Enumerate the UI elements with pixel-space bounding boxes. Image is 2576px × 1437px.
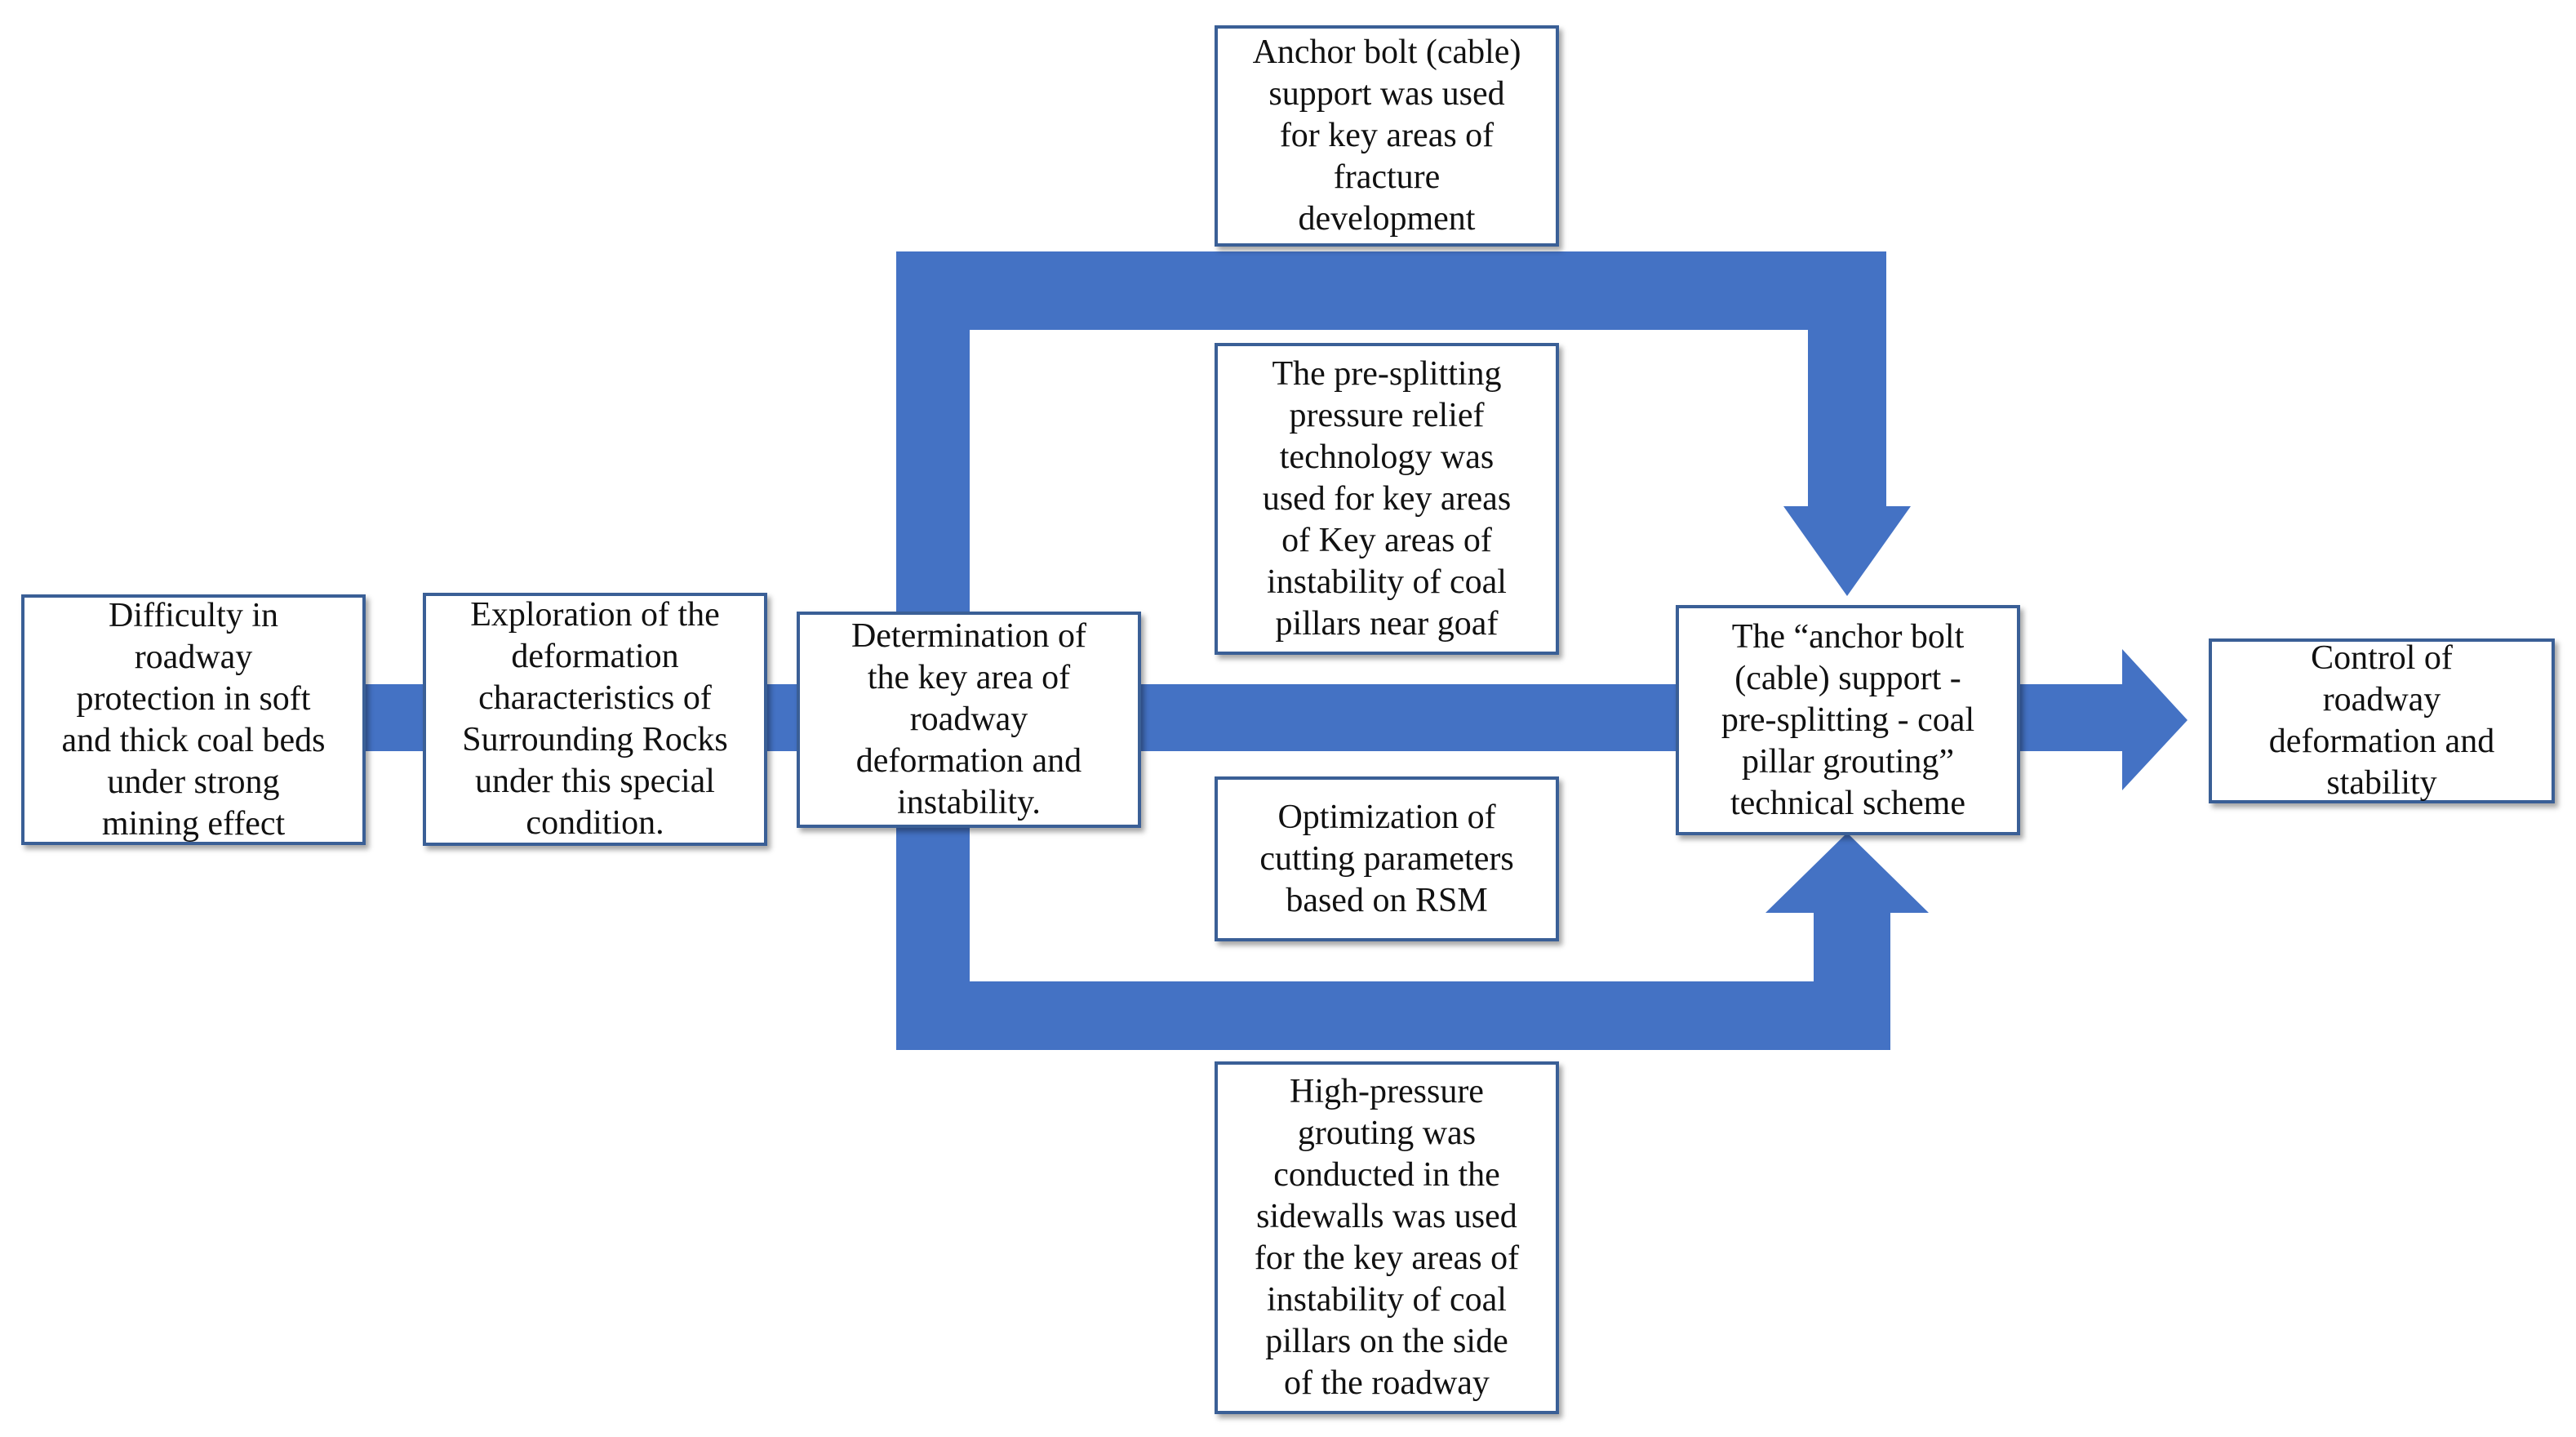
control-box: Control of roadway deformation and stabi… <box>2209 638 2555 803</box>
grouting-box: High-pressure grouting was conducted in … <box>1215 1061 1559 1414</box>
upper-loop-arrow <box>896 251 1911 614</box>
determination-text: Determination of the key area of roadway… <box>851 617 1087 821</box>
difficulty-text: Difficulty in roadway protection in soft… <box>61 596 326 843</box>
pre-splitting-box: The pre-splitting pressure relief techno… <box>1215 343 1559 655</box>
technical-scheme-box: The “anchor bolt (cable) support - pre-s… <box>1676 605 2020 835</box>
difficulty-box: Difficulty in roadway protection in soft… <box>21 594 366 845</box>
pre-splitting-text: The pre-splitting pressure relief techno… <box>1262 354 1512 643</box>
exploration-box: Exploration of the deformation character… <box>423 593 767 846</box>
control-text: Control of roadway deformation and stabi… <box>2268 639 2495 802</box>
anchor-bolt-box: Anchor bolt (cable) support was used for… <box>1215 25 1559 247</box>
grouting-text: High-pressure grouting was conducted in … <box>1254 1073 1520 1402</box>
lower-loop-arrow <box>896 825 1929 1050</box>
technical-scheme-text: The “anchor bolt (cable) support - pre-s… <box>1721 617 1975 822</box>
optimization-text: Optimization of cutting parameters based… <box>1259 798 1514 919</box>
optimization-box: Optimization of cutting parameters based… <box>1215 776 1559 941</box>
anchor-bolt-text: Anchor bolt (cable) support was used for… <box>1252 33 1521 238</box>
determination-box: Determination of the key area of roadway… <box>797 612 1141 828</box>
exploration-text: Exploration of the deformation character… <box>462 596 728 842</box>
